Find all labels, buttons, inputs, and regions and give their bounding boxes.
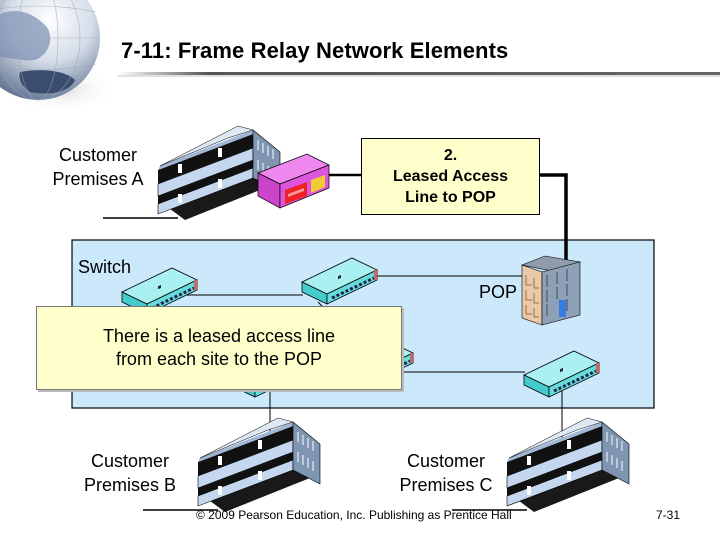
globe-logo-icon bbox=[0, 0, 120, 112]
premises-c-label-line2: Premises C bbox=[399, 475, 493, 495]
premises-a-label: Customer Premises A bbox=[44, 143, 152, 191]
pop-building-icon[interactable] bbox=[520, 255, 582, 326]
switch-label: Switch bbox=[78, 257, 132, 277]
page-number: 7-31 bbox=[656, 508, 681, 522]
access-line-a-to-pop bbox=[540, 173, 568, 265]
premises-b-label: Customer Premises B bbox=[76, 449, 184, 497]
note-line1: There is a leased access line bbox=[102, 326, 336, 346]
premises-a-label-line2: Premises A bbox=[52, 169, 144, 189]
callout-step-number: 2. bbox=[443, 147, 458, 164]
csu-dsu-device-icon[interactable] bbox=[257, 153, 330, 209]
title-underline-divider bbox=[118, 72, 720, 77]
callout-line3: Line to POP bbox=[405, 189, 496, 206]
premises-c-label-line1: Customer bbox=[406, 451, 486, 471]
explanation-note-callout: There is a leased access line from each … bbox=[36, 306, 402, 390]
slide-title: 7-11: Frame Relay Network Elements bbox=[121, 38, 509, 63]
premises-b-label-line2: Premises B bbox=[83, 475, 177, 495]
pop-label: POP bbox=[479, 282, 518, 302]
premises-b-label-line1: Customer bbox=[90, 451, 170, 471]
note-line2: from each site to the POP bbox=[115, 349, 323, 369]
premises-c-label: Customer Premises C bbox=[392, 449, 500, 497]
premises-a-label-line1: Customer bbox=[58, 145, 138, 165]
copyright-footer: © 2009 Pearson Education, Inc. Publishin… bbox=[196, 508, 512, 522]
leased-access-line-callout: 2. Leased Access Line to POP bbox=[361, 138, 540, 215]
callout-line2: Leased Access bbox=[392, 168, 509, 185]
